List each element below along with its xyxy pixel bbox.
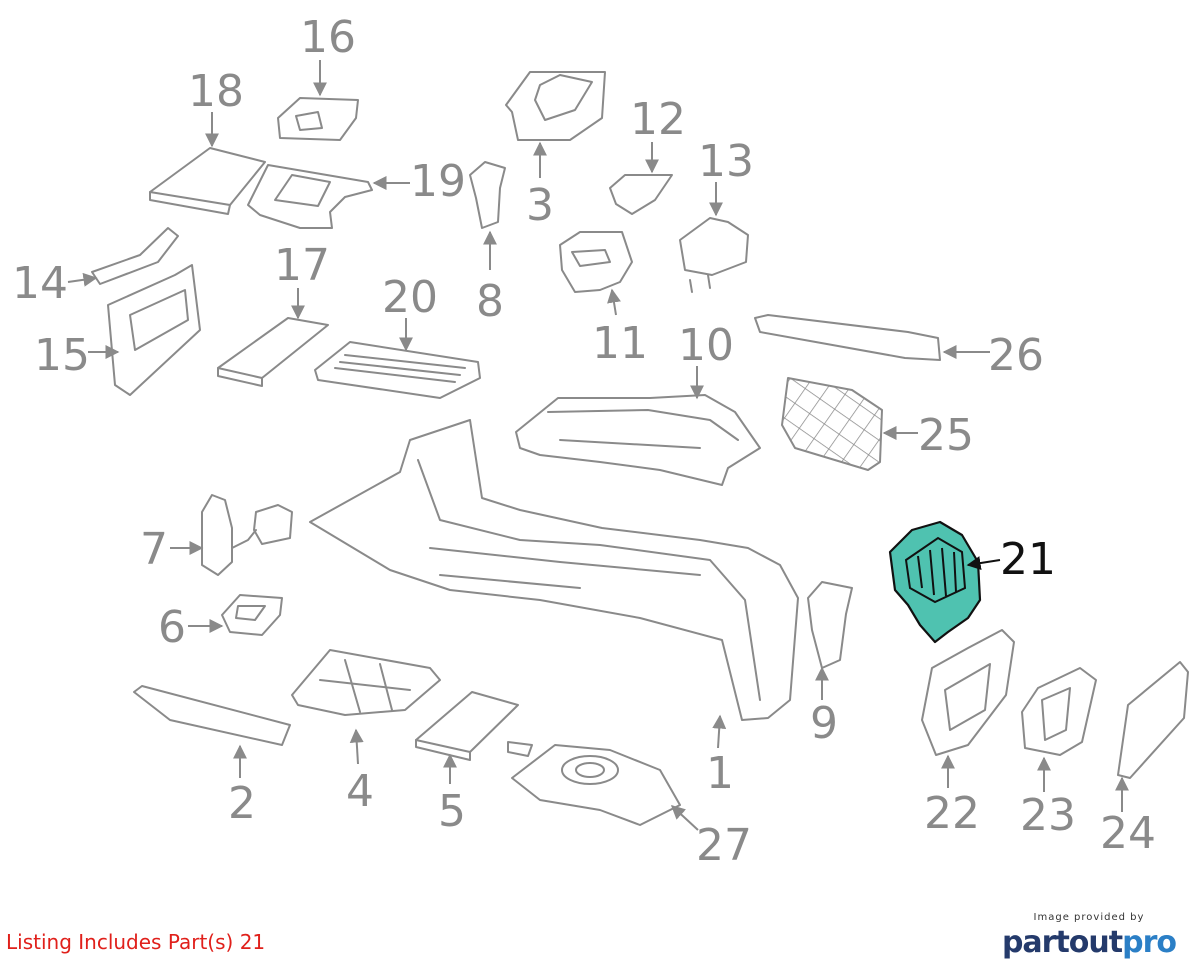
callout-2: 2 (228, 778, 256, 829)
callout-8: 8 (476, 276, 504, 327)
callout-27: 27 (696, 820, 752, 871)
part-21-highlighted[interactable] (888, 520, 982, 644)
callout-4: 4 (346, 766, 374, 817)
part-24[interactable] (1117, 661, 1189, 779)
callout-16: 16 (300, 12, 356, 63)
callout-21: 21 (1000, 534, 1056, 585)
part-16[interactable] (277, 97, 359, 141)
callout-6: 6 (158, 602, 186, 653)
leader-lines (67, 60, 1129, 831)
part-19[interactable] (247, 164, 373, 229)
part-4[interactable] (291, 649, 441, 716)
part-18[interactable] (149, 147, 266, 215)
callout-19: 19 (410, 156, 466, 207)
part-6[interactable] (221, 594, 283, 636)
callout-5: 5 (438, 786, 466, 837)
callout-17: 17 (274, 240, 330, 291)
part-11[interactable] (559, 231, 633, 293)
callout-3: 3 (526, 180, 554, 231)
part-1[interactable] (309, 419, 799, 721)
part-17[interactable] (217, 317, 329, 387)
callout-14: 14 (12, 258, 68, 309)
callout-26: 26 (988, 330, 1044, 381)
logo-text-part2: pro (1122, 925, 1177, 960)
callout-13: 13 (698, 136, 754, 187)
image-credit: Image provided by partoutpro (1001, 912, 1177, 960)
callout-10: 10 (678, 320, 734, 371)
part-9[interactable] (807, 581, 853, 669)
callout-9: 9 (810, 698, 838, 749)
part-27[interactable] (507, 741, 681, 826)
part-7[interactable] (201, 494, 293, 576)
callout-23: 23 (1020, 790, 1076, 841)
callout-18: 18 (188, 66, 244, 117)
part-22[interactable] (921, 629, 1015, 756)
callout-12: 12 (630, 94, 686, 145)
partoutpro-logo: partoutpro (1001, 925, 1177, 960)
part-2[interactable] (133, 685, 291, 746)
callout-1: 1 (706, 748, 734, 799)
part-12[interactable] (609, 174, 673, 215)
part-15[interactable] (107, 264, 201, 396)
credit-label: Image provided by (1033, 912, 1145, 923)
callout-15: 15 (34, 330, 90, 381)
part-13[interactable] (679, 217, 749, 293)
part-5[interactable] (415, 691, 519, 761)
part-3[interactable] (505, 71, 606, 141)
part-20[interactable] (314, 341, 481, 399)
callout-24: 24 (1100, 808, 1156, 859)
callout-numbers: 16 18 19 3 8 12 13 11 14 15 17 20 26 10 … (12, 12, 1156, 871)
listing-note: Listing Includes Part(s) 21 (6, 930, 266, 954)
callout-11: 11 (592, 318, 648, 369)
callout-20: 20 (382, 272, 438, 323)
part-14[interactable] (91, 227, 179, 285)
callout-25: 25 (918, 410, 974, 461)
part-8[interactable] (469, 161, 506, 229)
logo-text-part1: partout (1001, 925, 1123, 960)
part-10[interactable] (515, 394, 761, 486)
callout-22: 22 (924, 788, 980, 839)
callout-7: 7 (140, 524, 168, 575)
part-26[interactable] (754, 314, 941, 361)
part-25[interactable] (781, 377, 883, 471)
part-23[interactable] (1021, 667, 1097, 756)
